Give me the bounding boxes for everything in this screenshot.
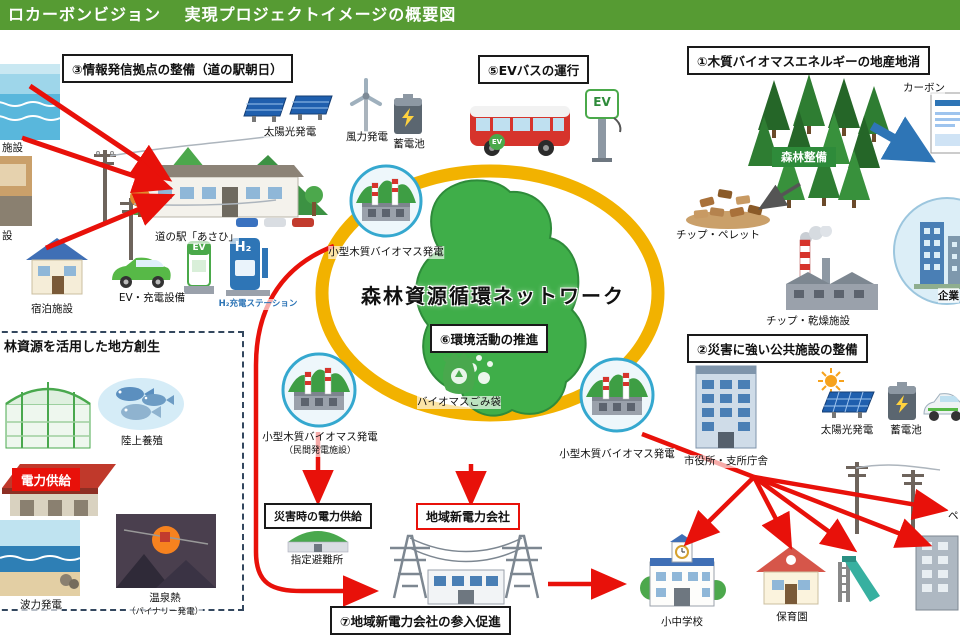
wind-label: 風力発電 <box>346 131 388 145</box>
city-hall-label: 市役所・支所庁舎 <box>684 455 768 469</box>
ev-bus-icon <box>468 92 574 162</box>
battery-label: 蓄電池 <box>393 138 425 152</box>
roadstation-label: 道の駅「あさひ」 <box>155 231 239 245</box>
school-label: 小中学校 <box>661 616 703 630</box>
facility-fragment-label: 設 <box>2 228 13 243</box>
carbon-label: カーボン <box>903 80 945 95</box>
section-disaster-resilient: ②災害に強い公共施設の整備 <box>687 334 868 363</box>
forest-management-badge: 森林整備 <box>772 147 836 167</box>
biomass-plant-icon <box>348 163 424 239</box>
battery-icon <box>886 382 918 422</box>
chip-drying-factory-icon <box>778 225 884 314</box>
lodging-house-icon <box>22 234 92 298</box>
aquaculture-fish-icon <box>96 376 186 432</box>
onsen-label: 温泉熱（バイナリー発電） <box>126 592 204 619</box>
company-label: 企業 <box>938 288 959 303</box>
sun-icon <box>818 368 844 394</box>
facility-photo-icon <box>0 156 32 226</box>
section-ev-bus: ⑤EVバスの運行 <box>478 55 590 84</box>
school-icon <box>636 532 728 612</box>
utility-pole-icon <box>92 146 118 224</box>
solar-panel-icon <box>242 92 334 126</box>
city-hall-icon <box>688 360 764 452</box>
ev-charger-icon <box>184 240 214 296</box>
trash-bag-label: バイオマスごみ袋 <box>417 396 501 410</box>
carbon-report-card-icon <box>930 92 960 154</box>
bus-charging-station-icon <box>582 88 622 162</box>
battery-icon <box>392 94 424 136</box>
playground-slide-icon <box>830 548 884 606</box>
chips-label: チップ・ペレット <box>676 229 760 243</box>
pool-photo-icon <box>0 64 61 140</box>
wind-turbine-icon <box>344 78 388 134</box>
section-env-activity: ⑥環境活動の推進 <box>430 324 549 353</box>
section-biomass-local: ①木質バイオマスエネルギーの地産地消 <box>687 46 931 75</box>
wood-chips-icon <box>682 178 774 230</box>
biomass-top-label: 小型木質バイオマス発電 <box>328 246 444 260</box>
aquaculture-label: 陸上養殖 <box>121 435 163 449</box>
battery-right-label: 蓄電池 <box>890 424 922 438</box>
bus-ev-logo: EV <box>489 134 505 150</box>
ev-car-icon <box>920 388 960 426</box>
new-power-company-box: 地域新電力会社 <box>416 503 521 530</box>
facility-fragment-label: 施設 <box>2 140 23 155</box>
roadstation-scene-icon <box>118 133 333 230</box>
nursery-icon <box>752 542 830 608</box>
regional-development-title: 林資源を活用した地方創生 <box>4 336 161 355</box>
company-circle-icon <box>892 196 960 306</box>
ev-charger-sign: EV <box>192 243 206 253</box>
chip-dry-label: チップ・乾燥施設 <box>766 315 850 329</box>
onsen-photo-icon <box>116 514 216 588</box>
utility-pole-icon <box>844 458 870 534</box>
shelter-icon <box>286 528 350 554</box>
power-supply-banner: 電力供給 <box>12 468 81 491</box>
wave-power-label: 波力発電 <box>20 599 62 613</box>
biomass-trash-bag-icon <box>438 350 480 396</box>
biomass-left-label: 小型木質バイオマス発電（民間発電施設） <box>262 431 378 458</box>
disaster-power-box: 災害時の電力供給 <box>264 503 372 529</box>
pellet-fragment-label: ペ <box>948 508 959 523</box>
wave-power-photo-icon <box>0 520 81 596</box>
public-building-icon <box>914 530 960 612</box>
nursery-label: 保育園 <box>776 611 808 625</box>
h2-station-label: H₂充電ステーション <box>218 299 298 310</box>
page-title: ロカーボンビジョン 実現プロジェクトイメージの概要図 <box>0 0 960 30</box>
ev-charge-label: EV・充電設備 <box>118 292 186 306</box>
solar-label: 太陽光発電 <box>263 126 317 140</box>
biomass-plant-icon <box>280 351 358 429</box>
lodging-label: 宿泊施設 <box>31 303 73 317</box>
section-new-power-entry: ⑦地域新電力会社の参入促進 <box>330 606 511 635</box>
solar-panel-icon <box>821 388 876 420</box>
shelter-label: 指定避難所 <box>290 554 344 568</box>
section-info-hub: ③情報発信拠点の整備（道の駅朝日） <box>62 54 293 83</box>
utility-pole-icon <box>900 466 926 536</box>
power-plant-icon <box>386 526 546 606</box>
network-title: 森林資源循環ネットワーク <box>361 284 625 308</box>
ev-car-icon <box>106 254 176 290</box>
greenhouse-icon <box>2 374 94 454</box>
bus-charger-ev-sign: EV <box>593 95 611 109</box>
biomass-right-label: 小型木質バイオマス発電 <box>559 448 675 462</box>
regional-development-box <box>0 331 244 611</box>
biomass-plant-icon <box>578 356 656 434</box>
solar-right-label: 太陽光発電 <box>820 424 874 438</box>
